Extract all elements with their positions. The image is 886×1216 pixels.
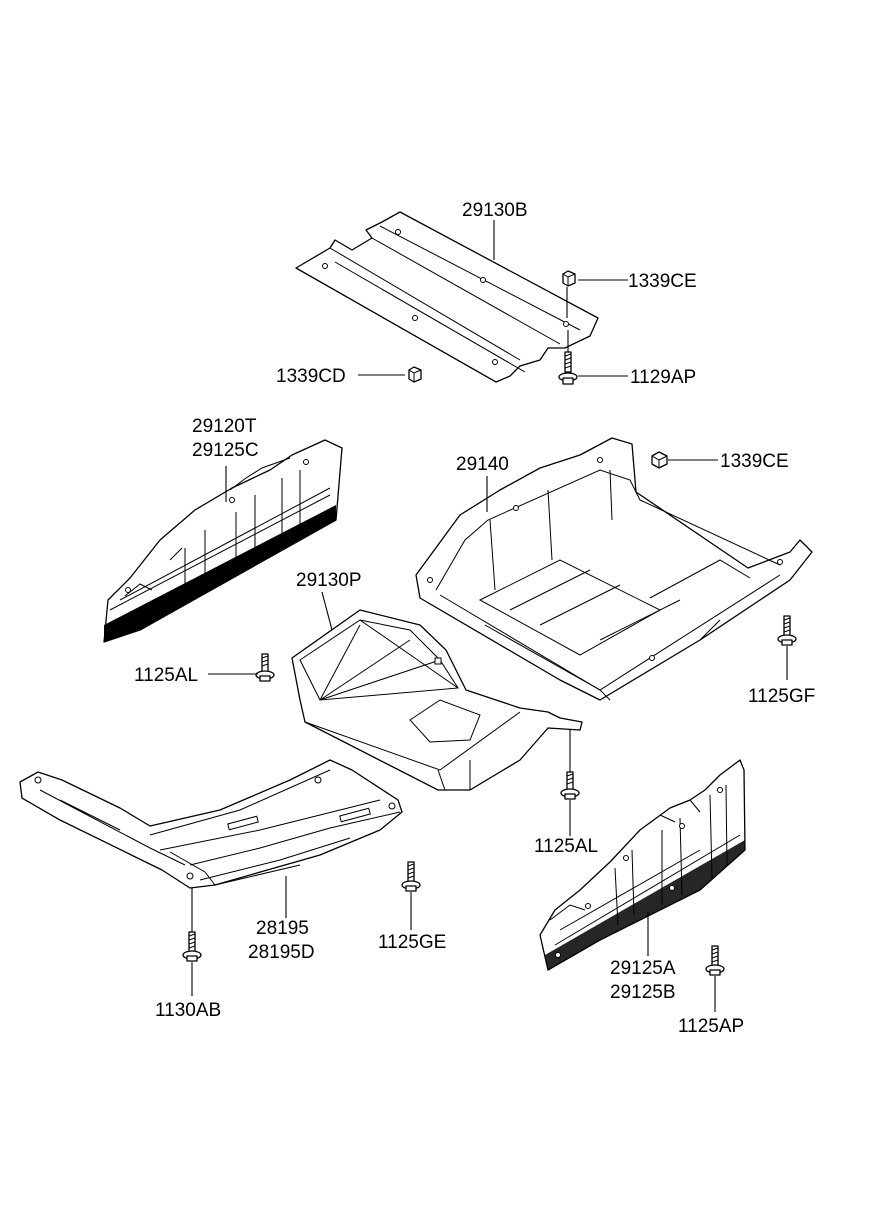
label-28195: 28195 [256, 918, 309, 939]
bolt-1125AL-left-icon[interactable] [255, 653, 275, 682]
label-1129AP: 1129AP [630, 367, 696, 388]
nut-1339CD-icon[interactable] [408, 366, 422, 383]
bolt-1125AP-icon[interactable] [705, 945, 725, 976]
label-29125B: 29125B [610, 982, 676, 1003]
nut-1339CE-top-icon[interactable] [562, 270, 576, 287]
bolt-1129AP-icon[interactable] [558, 351, 578, 385]
label-29120T: 29120T [192, 416, 257, 437]
label-1339CD: 1339CD [276, 366, 346, 387]
label-1125AP: 1125AP [678, 1016, 744, 1037]
label-1339CE-mid: 1339CE [720, 451, 789, 472]
label-1125AL-left: 1125AL [134, 665, 198, 686]
bolt-1125GF-icon[interactable] [777, 615, 797, 646]
bolt-1125AL-right-icon[interactable] [560, 771, 580, 800]
part-29140-under-tray[interactable] [415, 437, 813, 701]
label-29130P: 29130P [296, 570, 362, 591]
label-29130B: 29130B [462, 200, 528, 221]
label-29125C: 29125C [192, 440, 259, 461]
label-1339CE-top: 1339CE [628, 271, 697, 292]
label-29125A: 29125A [610, 958, 676, 979]
bolt-1130AB-icon[interactable] [182, 931, 202, 962]
part-29130P-front-skid[interactable] [291, 609, 583, 791]
part-29120T-29125C-side-cover[interactable] [103, 439, 343, 643]
part-29125A-29125B-side-cover[interactable] [539, 759, 746, 971]
label-1125AL-right: 1125AL [534, 836, 598, 857]
part-28195-splash-shield[interactable] [19, 759, 403, 889]
label-1125GF: 1125GF [748, 686, 815, 707]
bolt-1125GE-icon[interactable] [401, 861, 421, 892]
label-1130AB: 1130AB [155, 1000, 221, 1021]
part-29130B-skid-plate[interactable] [295, 211, 599, 383]
nut-1339CE-mid-icon[interactable] [651, 451, 668, 469]
label-28195D: 28195D [248, 942, 315, 963]
leader-lines [191, 220, 788, 1012]
label-1125GE: 1125GE [378, 932, 446, 953]
label-29140: 29140 [456, 454, 509, 475]
